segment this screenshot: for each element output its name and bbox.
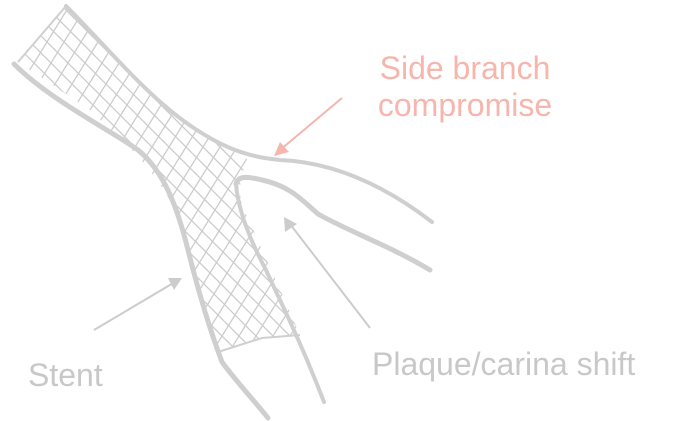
side-branch-label-line2: compromise — [362, 87, 568, 124]
plaque-carina-shift-label: Plaque/carina shift — [372, 346, 635, 383]
side-branch-lower-wall — [236, 177, 430, 270]
stent-mesh-strut — [651, 0, 685, 420]
stent-mesh-strut — [102, 0, 362, 420]
stent-mesh-strut — [634, 0, 685, 420]
stent-mesh-strut — [119, 0, 379, 420]
stent-arrow — [94, 278, 182, 330]
stent-mesh-strut — [668, 0, 685, 420]
stent-mesh-strut — [0, 0, 22, 420]
side-branch-arrow — [274, 98, 342, 156]
stent-label: Stent — [28, 357, 103, 394]
stent-mesh-strut — [68, 0, 328, 420]
side-branch-label-line1: Side branch — [362, 50, 568, 87]
side-branch-compromise-label: Side branch compromise — [362, 50, 568, 124]
stent-mesh-strut — [0, 0, 5, 420]
